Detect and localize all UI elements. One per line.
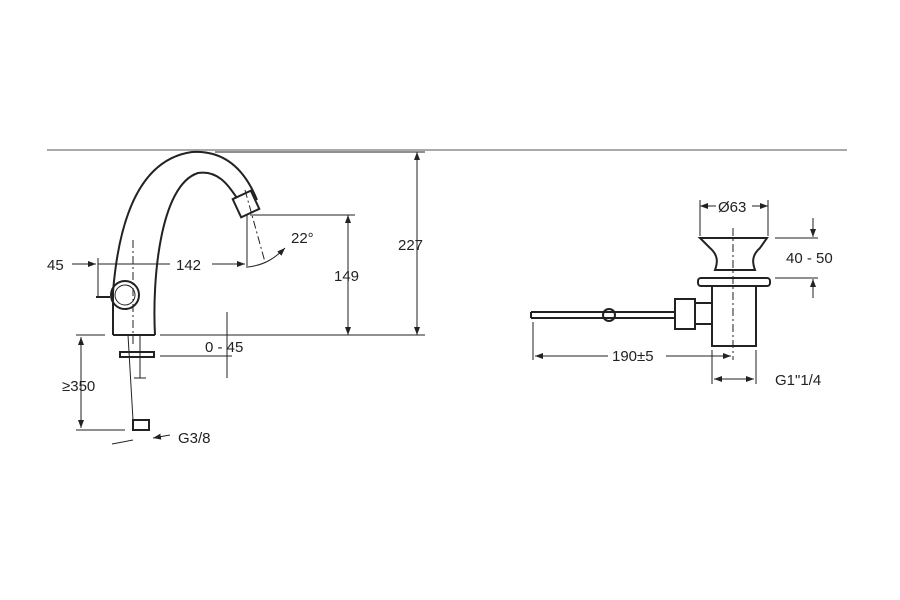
dim-rod-length: 190±5: [612, 348, 654, 365]
dim-drain-height: 40 - 50: [786, 250, 833, 267]
drain-outline: [530, 228, 771, 360]
dim-connection: G3/8: [178, 430, 211, 447]
dim-lever-offset: 45: [47, 257, 64, 274]
dim-spout-angle: 22°: [291, 230, 314, 247]
dim-total-height: 227: [398, 237, 423, 254]
dim-thread: G1"1/4: [775, 372, 821, 389]
dim-flange-diameter: Ø63: [718, 199, 746, 216]
dim-spout-reach: 142: [176, 257, 201, 274]
dim-deck-thickness: 0 - 45: [205, 339, 243, 356]
dim-hose-length: ≥350: [62, 378, 95, 395]
faucet-outline: [96, 150, 266, 431]
faucet-dimensions: [72, 151, 425, 445]
dim-spout-height: 149: [334, 268, 359, 285]
drain-dimensions: [532, 200, 818, 384]
